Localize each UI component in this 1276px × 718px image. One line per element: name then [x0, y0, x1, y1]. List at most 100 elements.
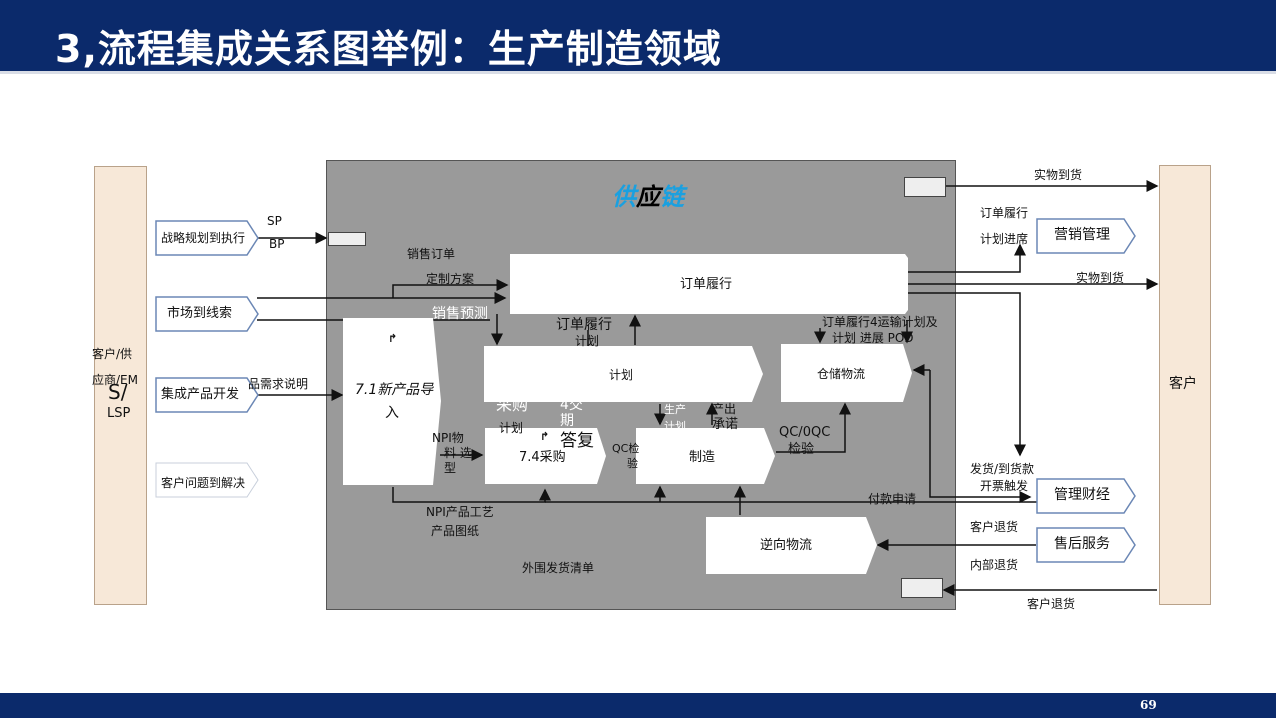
box-purchasing: ↱ 7.4采购: [485, 428, 607, 484]
box-shape: [343, 318, 441, 485]
label-order-progress-1: 订单履行: [980, 206, 1029, 220]
label-purchase-plan-2: 计划: [499, 421, 524, 435]
right-actor-bar: [1159, 165, 1211, 605]
left-actor-label-4: LSP: [107, 406, 131, 421]
box-label: 逆向物流: [760, 538, 813, 553]
label-delivery-1: 4交: [560, 397, 583, 413]
chevron-shape: [155, 296, 259, 332]
purchase-arrow-icon: ↱: [540, 430, 550, 443]
supply-chain-title-part2: 应: [636, 183, 660, 211]
label-prod-plan-1: 生产: [664, 403, 686, 416]
footer-bar: [0, 693, 1276, 718]
chevron-shape: [1036, 218, 1136, 254]
label-ship-invoice-1: 发货/到货款: [970, 462, 1035, 476]
box-shape: [636, 428, 775, 484]
box-shape: [706, 517, 877, 574]
header-divider: [0, 71, 1276, 74]
left-actor-label-2: 应商/EM: [92, 373, 138, 387]
box-shape: [781, 344, 912, 402]
right-actor-label: 客户: [1169, 376, 1197, 392]
label-payment-request: 付款申请: [868, 492, 917, 506]
label-order-plan-1: 订单履行: [556, 317, 612, 333]
label-sp: SP: [267, 214, 282, 228]
label-sales-forecast: 销售预测: [432, 306, 488, 322]
chevron-shape: [1036, 478, 1136, 514]
box-shape: [485, 428, 606, 484]
process-label: 售后服务: [1054, 536, 1110, 552]
label-npi-material-1: NPI物: [432, 431, 464, 445]
label-delivery-3: 答复: [560, 431, 594, 451]
label-npi-process-2: 产品图纸: [431, 524, 480, 538]
label-qc-check-1: QC检: [612, 442, 640, 455]
label-customer-return-1: 客户退货: [970, 520, 1019, 534]
process-finance-management: 管理财经: [1036, 478, 1136, 514]
label-npi-material-3: 型: [444, 461, 457, 475]
process-issue-to-resolution: 客户问题到解决: [155, 462, 259, 498]
label-product-requirement: 品需求说明: [248, 377, 309, 391]
label-prod-plan-2: 计划: [664, 420, 686, 433]
left-actor-bar: [94, 166, 147, 605]
header-bar: [0, 0, 1276, 71]
box-label-line2: 入: [385, 405, 399, 421]
box-label: 仓储物流: [817, 367, 866, 381]
connector-box-top-right: [904, 177, 946, 197]
left-actor-label-1: 客户/供: [92, 347, 133, 361]
process-ipd: 集成产品开发: [155, 377, 259, 413]
label-ship-invoice-2: 开票触发: [980, 479, 1029, 493]
process-after-sales: 售后服务: [1036, 527, 1136, 563]
box-label: 7.4采购: [519, 450, 566, 465]
label-peripheral-shipping-list: 外围发货清单: [522, 561, 595, 575]
box-manufacturing: 制造: [636, 428, 776, 484]
box-label: 订单履行: [680, 277, 733, 292]
chevron-shape: [1036, 527, 1136, 563]
label-order-plan-2: 计划: [575, 334, 600, 348]
connector-box-sp: [328, 232, 366, 246]
box-planning: 计划: [484, 346, 764, 402]
label-transport-1: 订单履行4运输计划及: [822, 315, 938, 329]
label-transport-2: 计划 进展 POD: [832, 331, 914, 345]
label-customer-return-2: 客户退货: [1027, 597, 1076, 611]
box-shape: [510, 254, 908, 314]
box-label: 制造: [689, 450, 716, 465]
label-order-progress-2: 计划进席: [980, 232, 1029, 246]
box-label-line1: 7.1新产品导: [355, 382, 434, 398]
process-label: 战略规划到执行: [161, 231, 246, 245]
label-purchase-plan-1: 采购: [496, 395, 529, 414]
label-actual-arrival-mid: 实物到货: [1076, 271, 1125, 285]
process-market-to-lead: 市场到线索: [155, 296, 259, 332]
box-order-fulfillment: 订单履行: [510, 254, 908, 314]
label-qc-2: 检验: [788, 442, 815, 457]
page-title: 3,流程集成关系图举例：生产制造领域: [55, 27, 722, 71]
process-label: 市场到线索: [167, 306, 233, 321]
page-number: 69: [1140, 698, 1157, 712]
label-output-2: 承诺: [712, 417, 739, 432]
label-qc-check-2: 验: [627, 457, 638, 470]
supply-chain-title-part3: 链: [660, 183, 684, 211]
process-label: 营销管理: [1054, 227, 1110, 243]
supply-chain-title-part1: 供: [612, 183, 636, 211]
label-actual-arrival-top: 实物到货: [1034, 168, 1083, 182]
label-bp: BP: [269, 237, 285, 251]
box-shape: [484, 346, 763, 402]
label-npi-process-1: NPI产品工艺: [426, 505, 494, 519]
box-npi: ↱ 7.1新产品导 入: [343, 318, 441, 485]
left-actor-label-3: S/: [108, 380, 128, 404]
supply-chain-title: 供应链: [612, 177, 684, 212]
label-sales-order: 销售订单: [407, 247, 456, 261]
npi-arrow-icon: ↱: [388, 332, 398, 345]
box-label: 计划: [609, 368, 634, 382]
box-reverse-logistics: 逆向物流: [706, 517, 878, 574]
label-internal-return: 内部退货: [970, 558, 1019, 572]
chevron-shape: [155, 462, 259, 498]
process-marketing-management: 营销管理: [1036, 218, 1136, 254]
process-label: 管理财经: [1054, 487, 1110, 503]
label-custom-plan: 定制方案: [426, 272, 475, 286]
label-output-1: 产出: [712, 402, 737, 416]
process-strategy-to-execution: 战略规划到执行: [155, 220, 259, 256]
process-label: 客户问题到解决: [161, 476, 246, 490]
chevron-shape: [155, 377, 259, 413]
process-label: 集成产品开发: [161, 387, 240, 402]
label-delivery-2: 期: [560, 413, 574, 429]
label-npi-material-2: 料 选: [444, 446, 472, 460]
